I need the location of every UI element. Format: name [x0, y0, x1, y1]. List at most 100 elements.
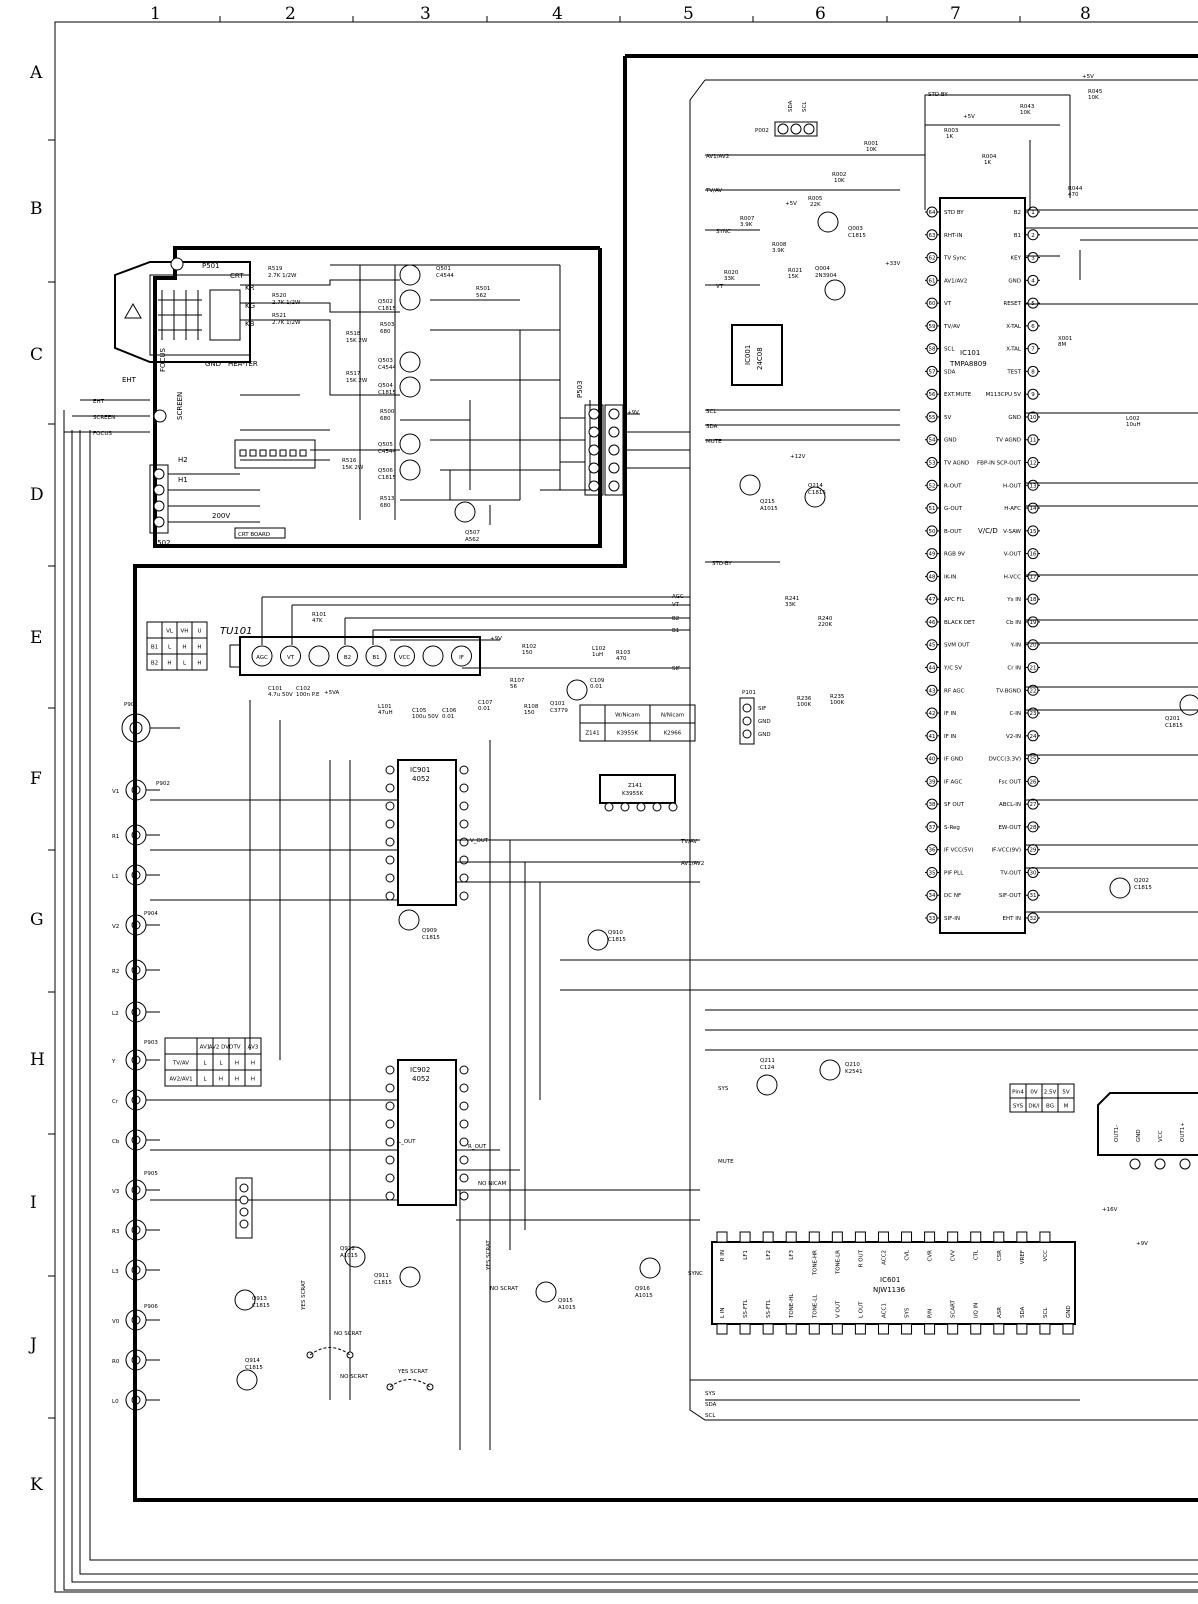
ic902-rpin-11: [459, 1155, 469, 1165]
ic601-bottom-label-6: V OUT: [835, 1300, 841, 1318]
q214-part: C1815: [808, 490, 826, 496]
l002-ref: L002: [1126, 416, 1140, 422]
jack-label-V3: V3: [112, 1189, 120, 1195]
q502-part: C1815: [378, 306, 396, 312]
kb-label: KB: [245, 320, 255, 328]
r007-ref: R007: [740, 216, 755, 222]
v5-top: +5V: [1082, 74, 1094, 80]
tuner-table-text: H: [167, 661, 171, 667]
r513-val: 680: [380, 503, 391, 509]
ic101-pin-num-54: 54: [929, 438, 936, 444]
ic902-lpin-8: [385, 1191, 395, 1201]
ic101-pin-7: [1027, 343, 1039, 355]
ic601-top-label-1: R IN: [720, 1250, 726, 1261]
grid-col-1: 1: [150, 4, 161, 24]
pin4-table-text: DK/I: [1028, 1104, 1040, 1110]
vt-label: VT: [716, 284, 724, 290]
p502-label: P502: [153, 539, 171, 547]
p503-label: P503: [576, 380, 584, 398]
ic101-pin-num-22: 22: [1030, 688, 1037, 694]
r236-ref: R236: [797, 696, 812, 702]
p002-scl: SCL: [802, 101, 808, 112]
tuner-sif-bus: SIF: [672, 666, 680, 672]
ic101-pin-num-61: 61: [929, 278, 936, 284]
ic101-pin-name-51: G-OUT: [944, 506, 963, 512]
no-scrat-1: NO SCRAT: [334, 1331, 362, 1337]
ic902-rpin-16: [459, 1065, 469, 1075]
ic101-pin-name-46: BLACK DET: [944, 620, 976, 626]
ic101-pin-name-14: H-AFC: [1004, 506, 1021, 512]
r045-ref: R045: [1088, 89, 1103, 95]
p503-connector: [584, 404, 624, 496]
ic902-part: 4052: [412, 1075, 430, 1083]
r520-ref: R520: [272, 293, 287, 299]
bus-mute-2: MUTE: [718, 1159, 734, 1165]
r519-val: 2.7K 1/2W: [268, 273, 297, 279]
ic101-pin-name-2: B1: [1014, 233, 1021, 239]
ic901-part: 4052: [412, 775, 430, 783]
h2-label: H2: [178, 456, 188, 464]
q507-part: A562: [465, 537, 479, 543]
ic101-pin-47: [926, 593, 938, 605]
tuner-9v: +9V: [490, 636, 502, 642]
tuner-pin-1: [251, 645, 273, 667]
ic101-vcd: V/C/D: [978, 527, 998, 535]
ic101-pin-30: [1027, 866, 1039, 878]
p901-connector: [121, 713, 180, 743]
ic601-bottom-label-1: L IN: [720, 1307, 726, 1318]
ic101-pin-num-24: 24: [1030, 734, 1037, 740]
av-table-text: L: [203, 1061, 207, 1067]
ic101-pin-name-28: EW-OUT: [998, 825, 1021, 831]
ic101-pin-name-63: RHT-IN: [944, 233, 963, 239]
r102-val: 150: [522, 650, 533, 656]
q507-ref: Q507: [465, 530, 480, 536]
ic902-rout: R_OUT: [468, 1144, 487, 1150]
ic901-rpin-9: [459, 891, 469, 901]
jack-label-V0: V0: [112, 1319, 120, 1325]
ic601-bottom-pin-13: [993, 1323, 1005, 1335]
std-by-label: STD-BY: [928, 92, 948, 98]
q914-ref: Q914: [245, 1358, 260, 1364]
ic601-body: [711, 1241, 1076, 1325]
eht-label: EHT: [122, 376, 137, 384]
q201-ref: Q201: [1165, 716, 1180, 722]
p501-label: P501: [202, 262, 220, 270]
r501-ref: R501: [476, 286, 490, 292]
ic101-pin-name-26: Fsc OUT: [998, 779, 1021, 785]
ic101-pin-num-3: 3: [1031, 256, 1035, 262]
ic101-pin-17: [1027, 570, 1039, 582]
q202-ref: Q202: [1134, 878, 1149, 884]
r102-ref: R102: [522, 644, 536, 650]
ic601-top-label-3: LF2: [766, 1250, 772, 1260]
ic101-pin-num-53: 53: [929, 461, 936, 467]
ic101-pin-name-16: V-OUT: [1004, 552, 1022, 558]
q215-ref: Q215: [760, 499, 775, 505]
sda-label: SDA: [706, 424, 718, 430]
q909-ref: Q909: [422, 928, 437, 934]
ic101-pin-42: [926, 707, 938, 719]
q911-ref: Q911: [374, 1273, 389, 1279]
ic101-pin-num-38: 38: [929, 802, 936, 808]
tuner-table-text: H: [182, 645, 186, 651]
ic101-pin-num-17: 17: [1030, 574, 1037, 580]
q916-ref: Q916: [635, 1286, 650, 1292]
r107-ref: R107: [510, 678, 525, 684]
av-table-cell: [244, 1069, 262, 1087]
ic101-pin-name-21: Cr IN: [1007, 665, 1021, 671]
ic101-pin-name-8: TEST: [1006, 369, 1021, 375]
r001-ref: R001: [864, 141, 878, 147]
ic101-pin-name-12: FBP-IN SCP-OUT: [977, 461, 1022, 467]
ic101-pin-19: [1027, 616, 1039, 628]
ic101-pin-num-42: 42: [929, 711, 936, 717]
ic101-pin-num-13: 13: [1030, 483, 1037, 489]
rail-screen: SCREEN: [93, 415, 115, 421]
ic101-pin-num-25: 25: [1030, 757, 1037, 763]
c105-val: 100u 50V: [412, 714, 439, 720]
p002-connector: [774, 121, 818, 137]
pin4-table-text: BG: [1046, 1104, 1054, 1110]
screen-label: SCREEN: [176, 392, 184, 420]
ic601-top-label-9: CVL: [905, 1249, 911, 1261]
